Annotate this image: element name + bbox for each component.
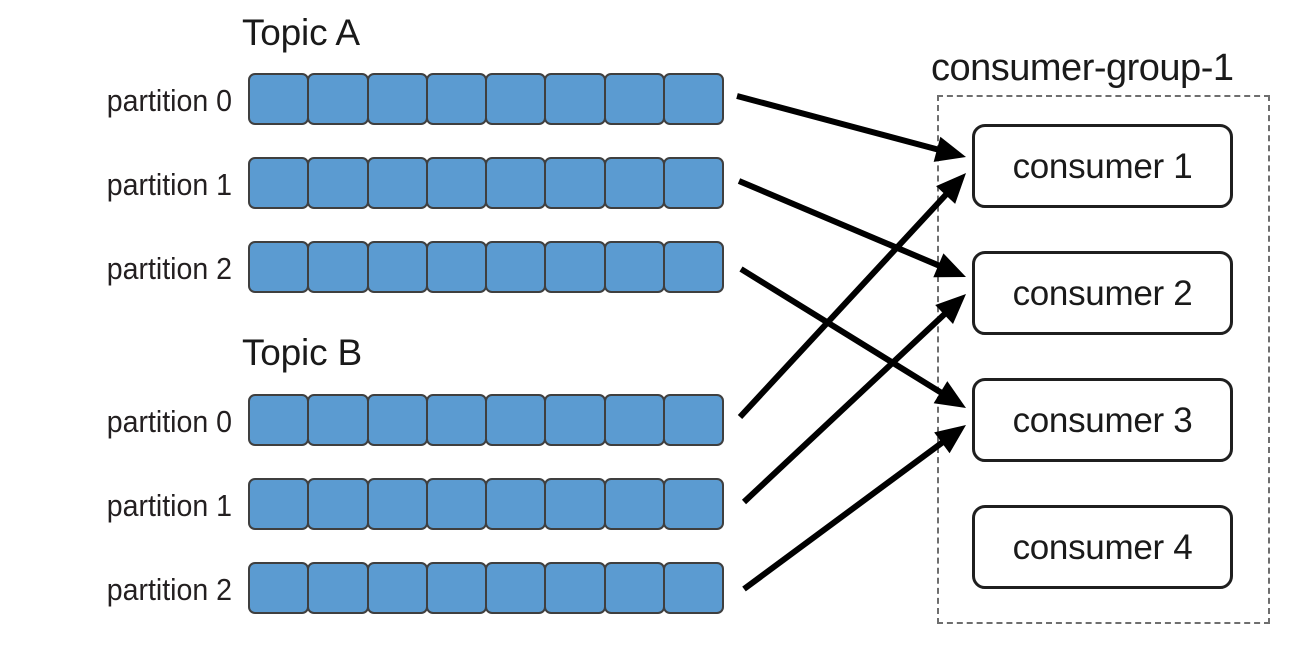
topic-b-partition-1-bar — [248, 478, 724, 530]
assignment-arrow-line — [742, 435, 951, 592]
partition-segment — [366, 562, 428, 614]
partition-segment — [248, 478, 310, 530]
partition-segment — [662, 562, 724, 614]
partition-segment — [248, 562, 310, 614]
topic-b-partition-1-label: partition 1 — [106, 488, 232, 523]
consumer-box-4[interactable]: consumer 4 — [972, 505, 1233, 589]
assignment-arrow-line — [741, 306, 952, 505]
partition-segment — [662, 394, 724, 446]
partition-segment — [366, 157, 428, 209]
topic-b-title: Topic B — [242, 332, 362, 373]
assignment-arrow-line — [739, 266, 949, 399]
partition-segment — [307, 157, 369, 209]
partition-segment — [248, 241, 310, 293]
consumer-box-3[interactable]: consumer 3 — [972, 378, 1233, 462]
partition-segment — [603, 478, 665, 530]
partition-segment — [485, 157, 547, 209]
partition-segment — [366, 241, 428, 293]
partition-segment — [662, 73, 724, 125]
partition-segment — [307, 394, 369, 446]
partition-segment — [425, 478, 487, 530]
partition-segment — [366, 478, 428, 530]
partition-segment — [248, 73, 310, 125]
topic-a-title: Topic A — [242, 12, 360, 53]
topic-b-partition-2-label: partition 2 — [106, 572, 232, 607]
assignment-arrow-line — [736, 93, 946, 155]
topic-a-partition-2-label: partition 2 — [106, 251, 232, 286]
partition-segment — [425, 562, 487, 614]
topic-b-partition-0-bar — [248, 394, 724, 446]
partition-segment — [544, 562, 606, 614]
consumer-label: consumer 2 — [1012, 273, 1193, 313]
partition-segment — [662, 478, 724, 530]
partition-segment — [544, 478, 606, 530]
partition-segment — [366, 73, 428, 125]
partition-segment — [425, 73, 487, 125]
consumer-label: consumer 1 — [1012, 146, 1193, 186]
assignment-arrow-line — [737, 178, 947, 272]
partition-segment — [485, 478, 547, 530]
topic-a-partition-0-label: partition 0 — [106, 83, 232, 118]
consumer-box-2[interactable]: consumer 2 — [972, 251, 1233, 335]
partition-segment — [248, 157, 310, 209]
partition-segment — [603, 394, 665, 446]
partition-segment — [248, 394, 310, 446]
partition-segment — [544, 241, 606, 293]
partition-segment — [307, 241, 369, 293]
partition-segment — [544, 73, 606, 125]
topic-b-partition-2-bar — [248, 562, 724, 614]
partition-segment — [307, 73, 369, 125]
partition-segment — [662, 241, 724, 293]
consumer-group-title: consumer-group-1 — [931, 47, 1234, 89]
partition-segment — [485, 562, 547, 614]
partition-segment — [366, 394, 428, 446]
assignment-arrow-line — [737, 187, 954, 420]
topic-a-partition-2-bar — [248, 241, 724, 293]
partition-segment — [603, 241, 665, 293]
partition-segment — [544, 394, 606, 446]
partition-segment — [485, 241, 547, 293]
partition-segment — [603, 157, 665, 209]
partition-segment — [603, 562, 665, 614]
consumer-label: consumer 4 — [1012, 527, 1193, 567]
partition-segment — [485, 73, 547, 125]
topic-a-partition-1-label: partition 1 — [106, 167, 232, 202]
partition-segment — [485, 394, 547, 446]
partition-segment — [425, 241, 487, 293]
topic-a-partition-0-bar — [248, 73, 724, 125]
consumer-box-1[interactable]: consumer 1 — [972, 124, 1233, 208]
partition-segment — [662, 157, 724, 209]
partition-segment — [544, 157, 606, 209]
topic-b-partition-0-label: partition 0 — [106, 404, 232, 439]
partition-segment — [307, 562, 369, 614]
topic-a-partition-1-bar — [248, 157, 724, 209]
partition-segment — [425, 394, 487, 446]
partition-segment — [307, 478, 369, 530]
consumer-label: consumer 3 — [1012, 400, 1193, 440]
partition-segment — [603, 73, 665, 125]
partition-segment — [425, 157, 487, 209]
